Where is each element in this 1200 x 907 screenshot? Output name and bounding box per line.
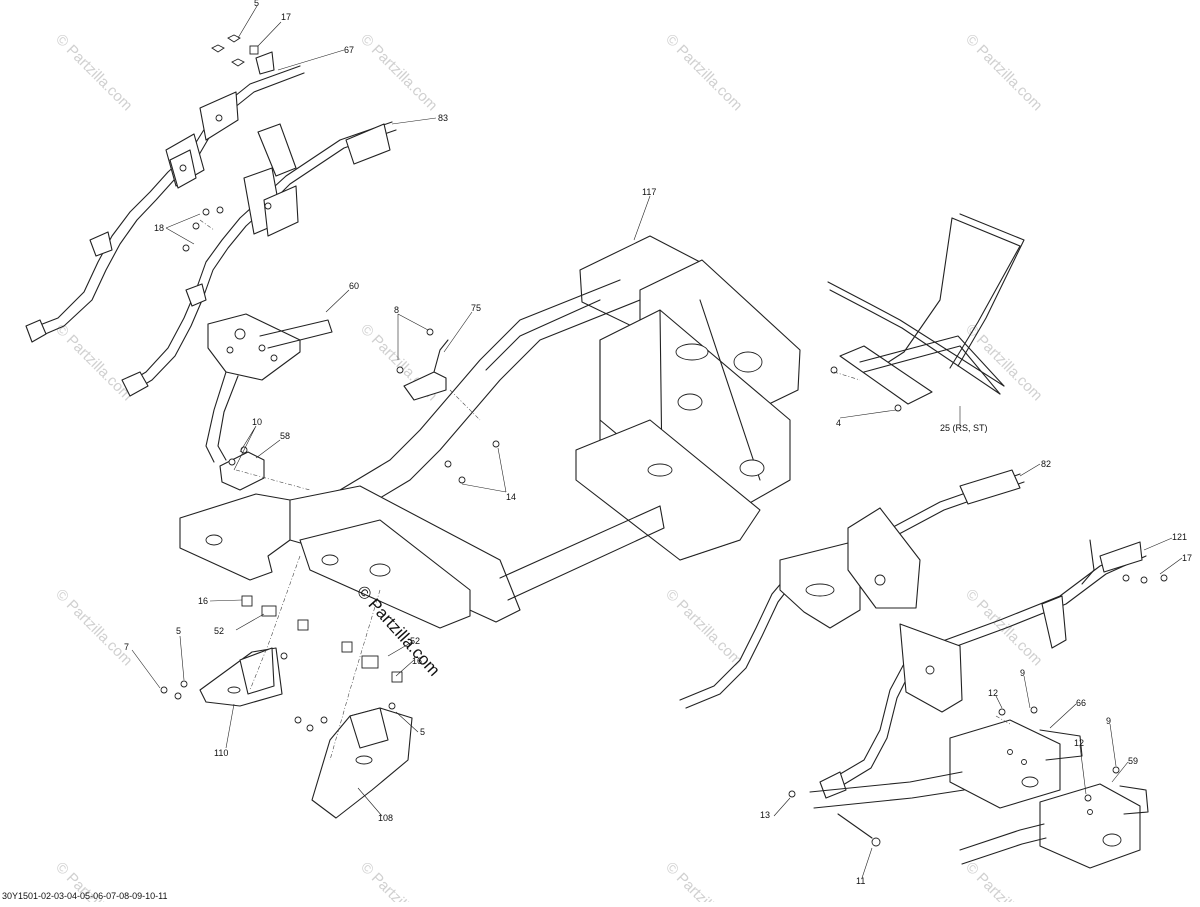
side-frame-82 — [679, 469, 1025, 709]
callout-label: 16 — [412, 656, 422, 666]
footrest-66 — [809, 719, 1083, 809]
callout-label: 66 — [1076, 698, 1086, 708]
bracket-108 — [311, 707, 413, 819]
callout-label: 58 — [280, 431, 290, 441]
rubber-mounts — [160, 595, 403, 732]
assembly-lines — [199, 219, 1011, 761]
watermark: © Partzilla.com — [662, 586, 745, 669]
watermark: © Partzilla.com — [357, 31, 440, 114]
bracket-75 — [396, 328, 449, 401]
main-frame-117 — [179, 235, 801, 629]
watermark: © Partzilla.com — [52, 31, 135, 114]
callout-label: 16 — [198, 596, 208, 606]
bracket-60 — [205, 313, 333, 463]
hardware-right — [444, 440, 1168, 847]
callout-label: 25 (RS, ST) — [940, 423, 988, 433]
callout-label: 12 — [1074, 738, 1084, 748]
callout-label: 13 — [760, 810, 770, 820]
upper-side-frame-83 — [121, 121, 397, 397]
callout-label: 11 — [856, 876, 865, 886]
callout-label: 52 — [410, 636, 420, 646]
watermark: © Partzilla.com — [357, 859, 440, 902]
callout-label: 75 — [471, 303, 481, 313]
callout-label: 8 — [394, 305, 399, 315]
callout-label: 59 — [1128, 756, 1138, 766]
callout-label: 60 — [349, 281, 359, 291]
callout-label: 12 — [988, 688, 998, 698]
watermark: © Partzilla.com — [962, 321, 1045, 404]
watermark: © Partzilla.com — [52, 321, 135, 404]
callout-label: 117 — [642, 187, 656, 197]
watermark: © Partzilla.com — [662, 859, 745, 902]
upper-side-frame-67 — [25, 51, 305, 343]
side-frame-121 — [819, 539, 1147, 799]
callout-labels: 5 17 67 83 18 117 60 8 75 10 58 14 4 25 … — [124, 0, 1192, 886]
watermark: © Partzilla.com — [962, 31, 1045, 114]
callout-label: 9 — [1106, 716, 1111, 726]
seat-support-25 — [827, 213, 1025, 412]
callout-label: 108 — [378, 813, 393, 823]
watermark: © Partzilla.com — [962, 859, 1045, 902]
callout-label: 5 — [254, 0, 259, 8]
callout-label: 17 — [1182, 553, 1192, 563]
callout-label: 52 — [214, 626, 224, 636]
callout-label: 7 — [124, 642, 129, 652]
callout-label: 10 — [252, 417, 262, 427]
leader-lines — [131, 5, 1183, 879]
callout-label: 82 — [1041, 459, 1051, 469]
watermark: © Partzilla.com — [52, 586, 135, 669]
callout-label: 83 — [438, 113, 448, 123]
callout-label: 121 — [1172, 532, 1187, 542]
footrest-59 — [959, 783, 1149, 869]
callout-label: 9 — [1020, 668, 1025, 678]
watermark: © Partzilla.com — [662, 31, 745, 114]
footer-code: 30Y1501-02-03-04-05-06-07-08-09-10-11 — [2, 891, 167, 901]
callout-label: 5 — [176, 626, 181, 636]
callout-label: 14 — [506, 492, 516, 502]
callout-label: 67 — [344, 45, 354, 55]
watermark: © Partzilla.com — [962, 586, 1045, 669]
callout-label: 5 — [420, 727, 425, 737]
hardware-top-left — [182, 34, 259, 252]
callout-label: 110 — [214, 748, 228, 758]
callout-label: 17 — [281, 12, 291, 22]
bracket-110 — [199, 647, 283, 707]
callout-label: 4 — [836, 418, 841, 428]
callout-label: 18 — [154, 223, 164, 233]
